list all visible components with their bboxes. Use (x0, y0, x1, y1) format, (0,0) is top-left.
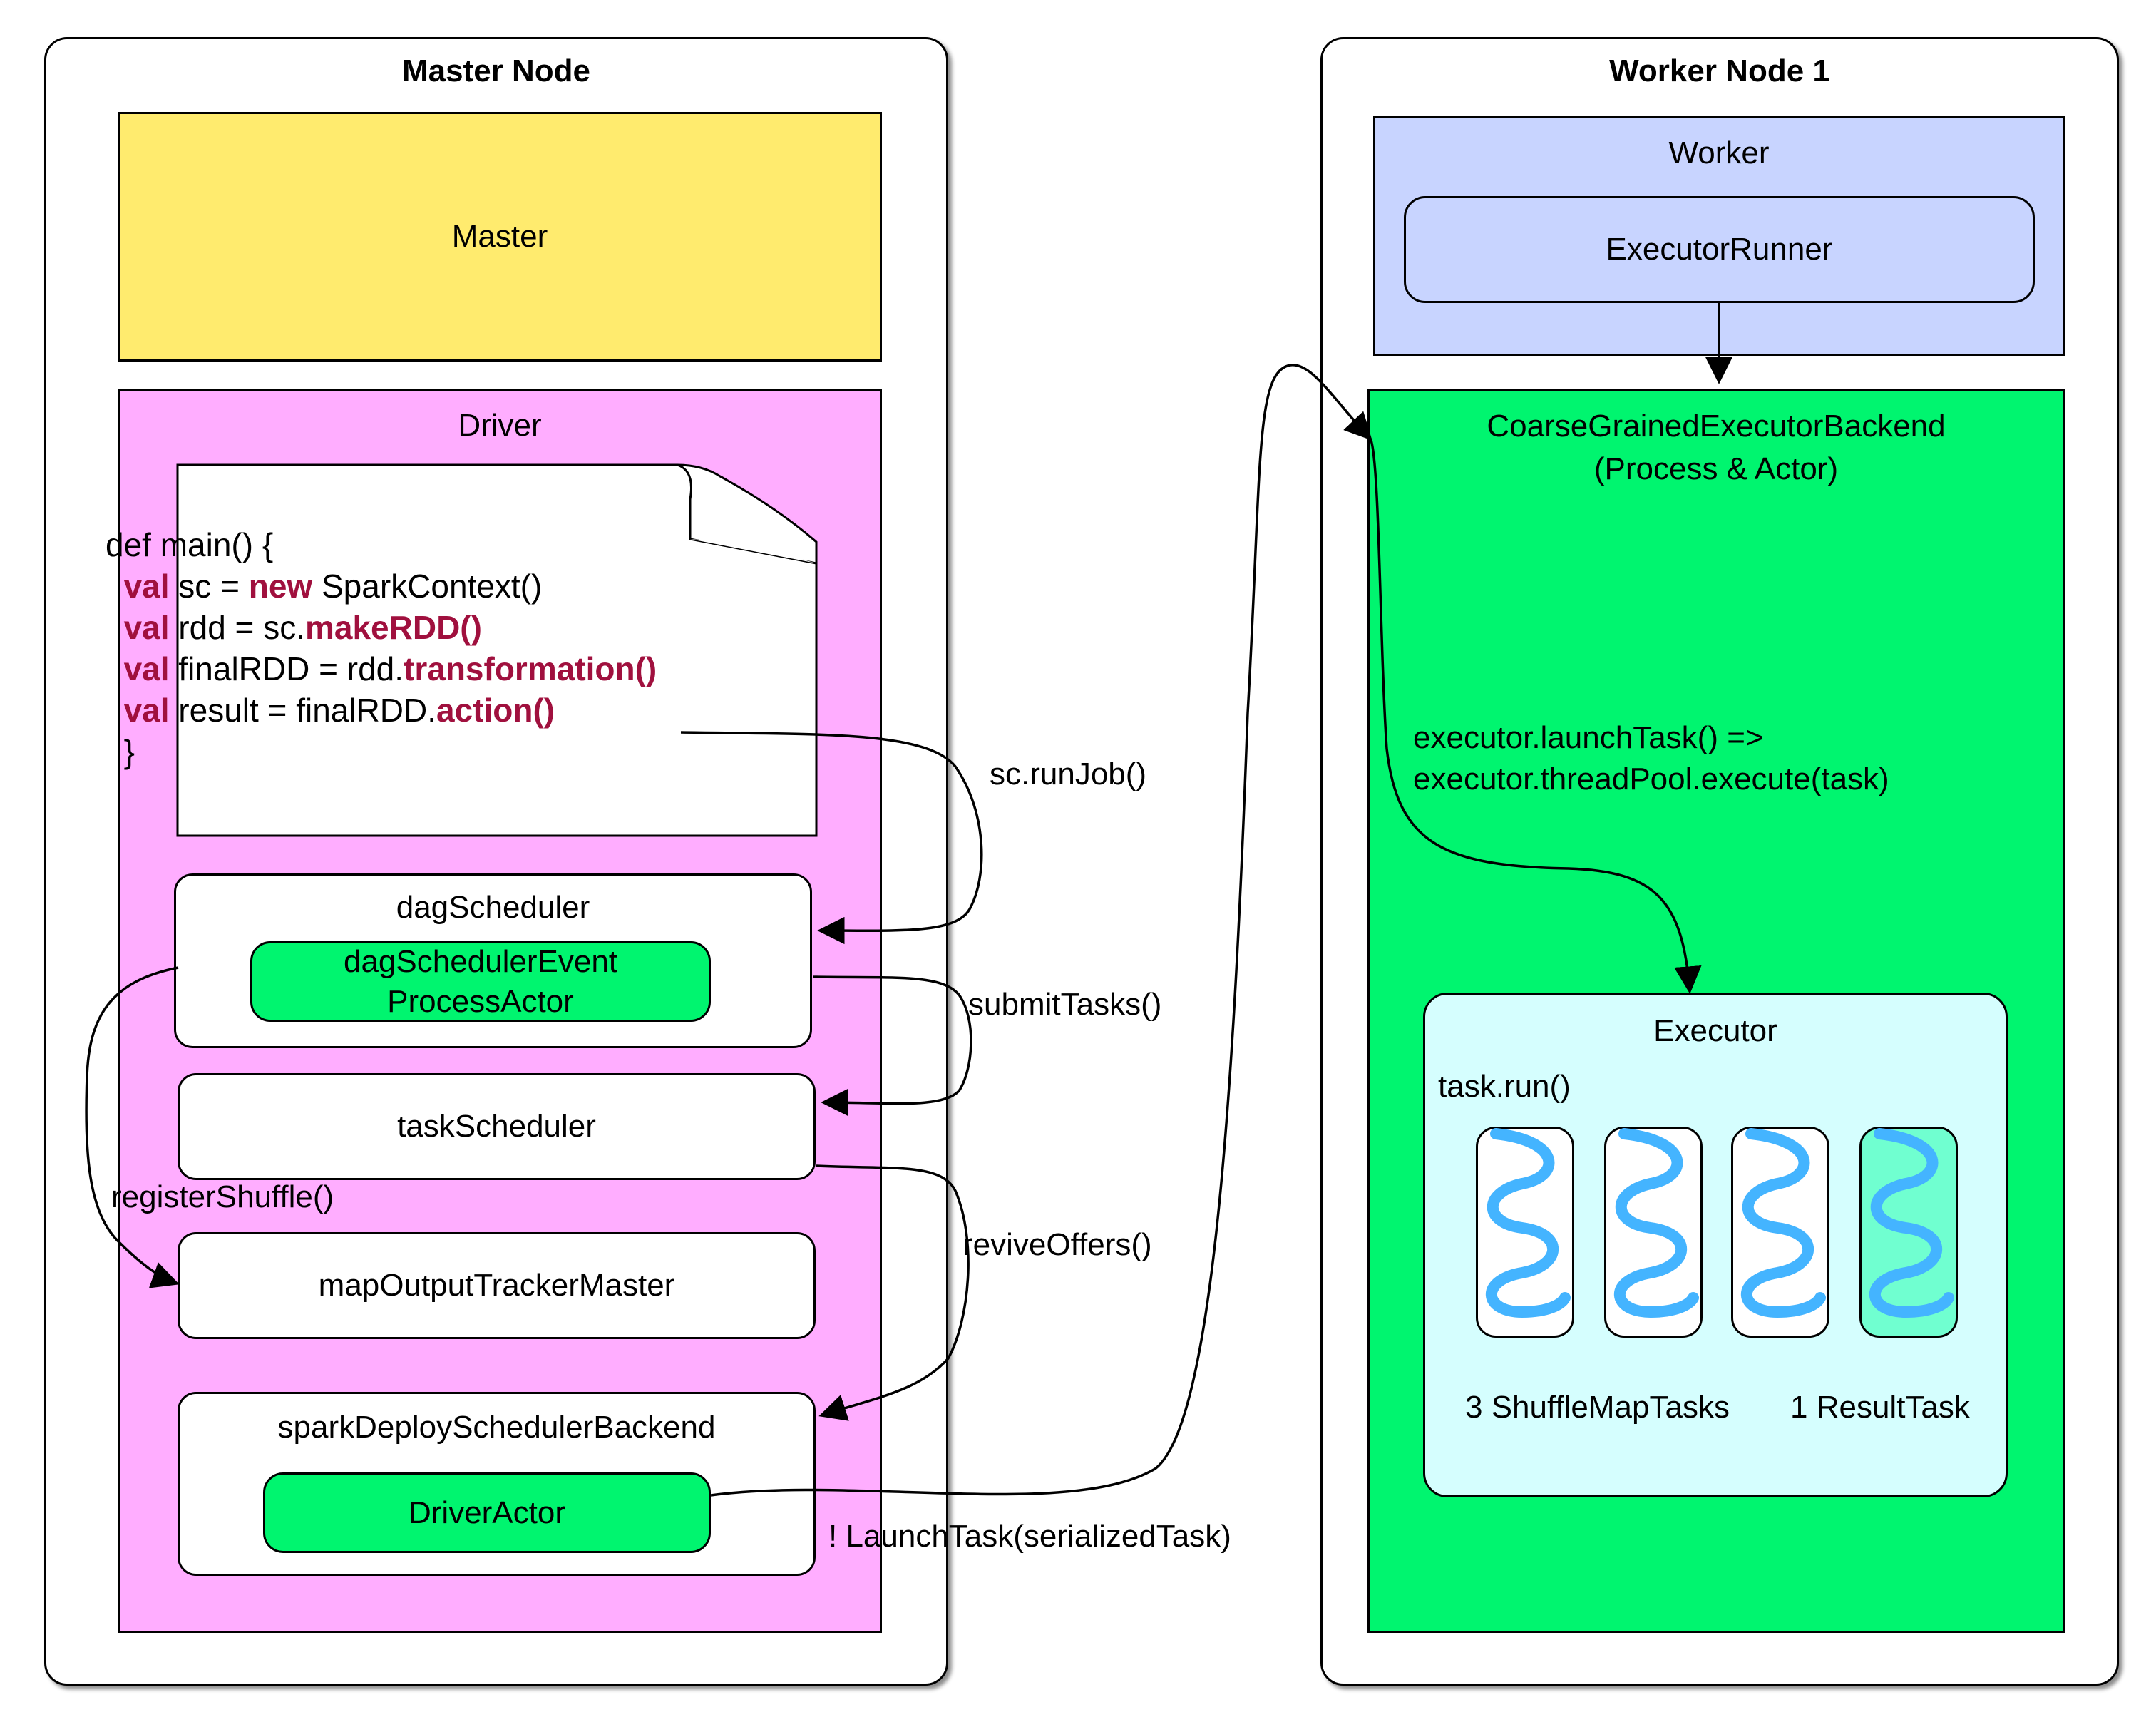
worker-label: Worker (1668, 135, 1770, 170)
executor-launch-label-2: executor.threadPool.execute(task) (1413, 762, 1889, 796)
shuffle-map-task-thread-3 (1731, 1127, 1829, 1338)
master-label: Master (451, 219, 548, 254)
code-line-6: } (123, 733, 135, 770)
shuffle-map-task-thread-1 (1476, 1127, 1574, 1338)
task-scheduler-box[interactable]: taskScheduler (178, 1073, 816, 1180)
executor-label: Executor (1653, 1013, 1777, 1048)
code-line-1: def main() { (106, 526, 274, 563)
backend-label: sparkDeploySchedulerBackend (277, 1410, 716, 1445)
executor-launch-label-1: executor.launchTask() => (1413, 720, 1764, 755)
worker-node-title: Worker Node 1 (1609, 53, 1830, 88)
task-run-label: task.run() (1438, 1069, 1571, 1104)
map-output-tracker-master-box[interactable]: mapOutputTrackerMaster (178, 1232, 816, 1339)
dag-scheduler-event-process-actor[interactable]: dagSchedulerEvent ProcessActor (250, 941, 711, 1022)
driver-actor-box[interactable]: DriverActor (263, 1472, 711, 1553)
code-keyword-val: val (123, 568, 170, 605)
executor-runner-box[interactable]: ExecutorRunner (1404, 196, 2035, 303)
launch-task-label: ! LaunchTask(serializedTask) (828, 1519, 1231, 1554)
result-task-thread (1859, 1127, 1958, 1338)
register-shuffle-label: registerShuffle() (111, 1179, 334, 1214)
shuffle-map-task-thread-2 (1604, 1127, 1703, 1338)
revive-offers-label: reviveOffers() (962, 1227, 1152, 1262)
dag-scheduler-label: dagScheduler (396, 890, 590, 925)
backend-title-line-2: (Process & Actor) (1593, 451, 1839, 486)
code-listing: def main() { val sc = new SparkContext()… (106, 526, 657, 770)
submit-tasks-label: submitTasks() (968, 987, 1162, 1022)
result-task-label: 1 ResultTask (1790, 1390, 1970, 1425)
dag-actor-line-2: ProcessActor (387, 984, 574, 1019)
master-box[interactable]: Master (118, 112, 882, 362)
backend-title-line-1: CoarseGrainedExecutorBackend (1487, 409, 1946, 444)
dag-actor-line-1: dagSchedulerEvent (343, 944, 618, 979)
run-job-label: sc.runJob() (990, 757, 1147, 791)
shuffle-map-tasks-label: 3 ShuffleMapTasks (1465, 1390, 1730, 1425)
driver-label: Driver (458, 408, 542, 443)
master-node-title: Master Node (401, 53, 591, 88)
